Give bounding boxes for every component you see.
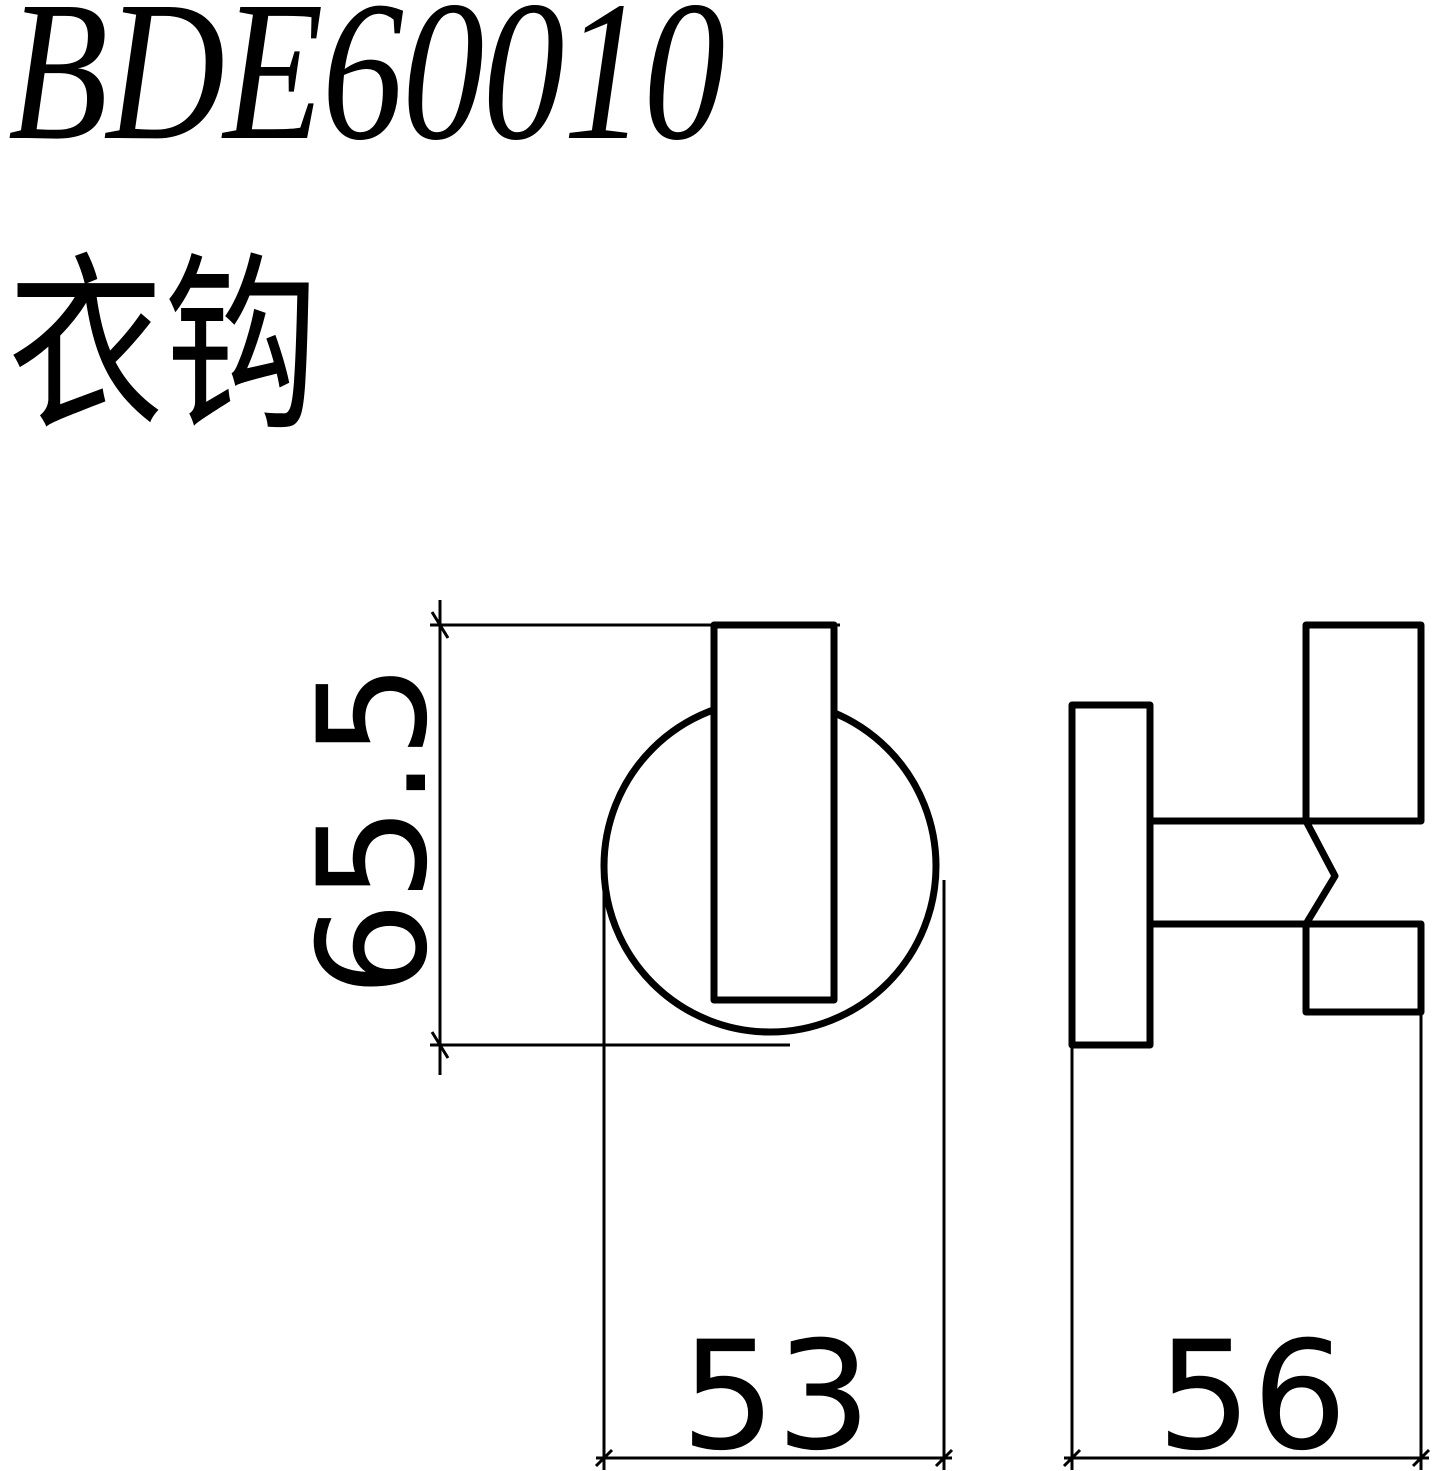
front-width-dimension-label: 53 <box>681 1310 872 1471</box>
wall-plate-side <box>1068 701 1154 1049</box>
product-name: 衣钩 <box>8 236 320 457</box>
model-code: BDE60010 <box>8 0 725 182</box>
front-width-tick-left <box>594 1448 614 1468</box>
front-view <box>600 621 940 1036</box>
side-depth-tick-left <box>1062 1448 1082 1468</box>
side-view <box>1068 621 1425 1049</box>
side-depth-tick-right <box>1411 1448 1431 1468</box>
front-width-tick-right <box>934 1448 954 1468</box>
height-dimension-label: 65.5 <box>287 663 461 997</box>
height-tick-top <box>430 611 450 639</box>
hook-arm-front <box>710 621 838 1004</box>
hook-head-bottom <box>1302 920 1425 1016</box>
dimension-lines <box>430 600 1431 1470</box>
hook-stem <box>1150 817 1339 928</box>
side-depth-dimension-label: 56 <box>1157 1310 1348 1471</box>
hook-head-top <box>1302 621 1425 825</box>
height-tick-bottom <box>430 1031 450 1059</box>
